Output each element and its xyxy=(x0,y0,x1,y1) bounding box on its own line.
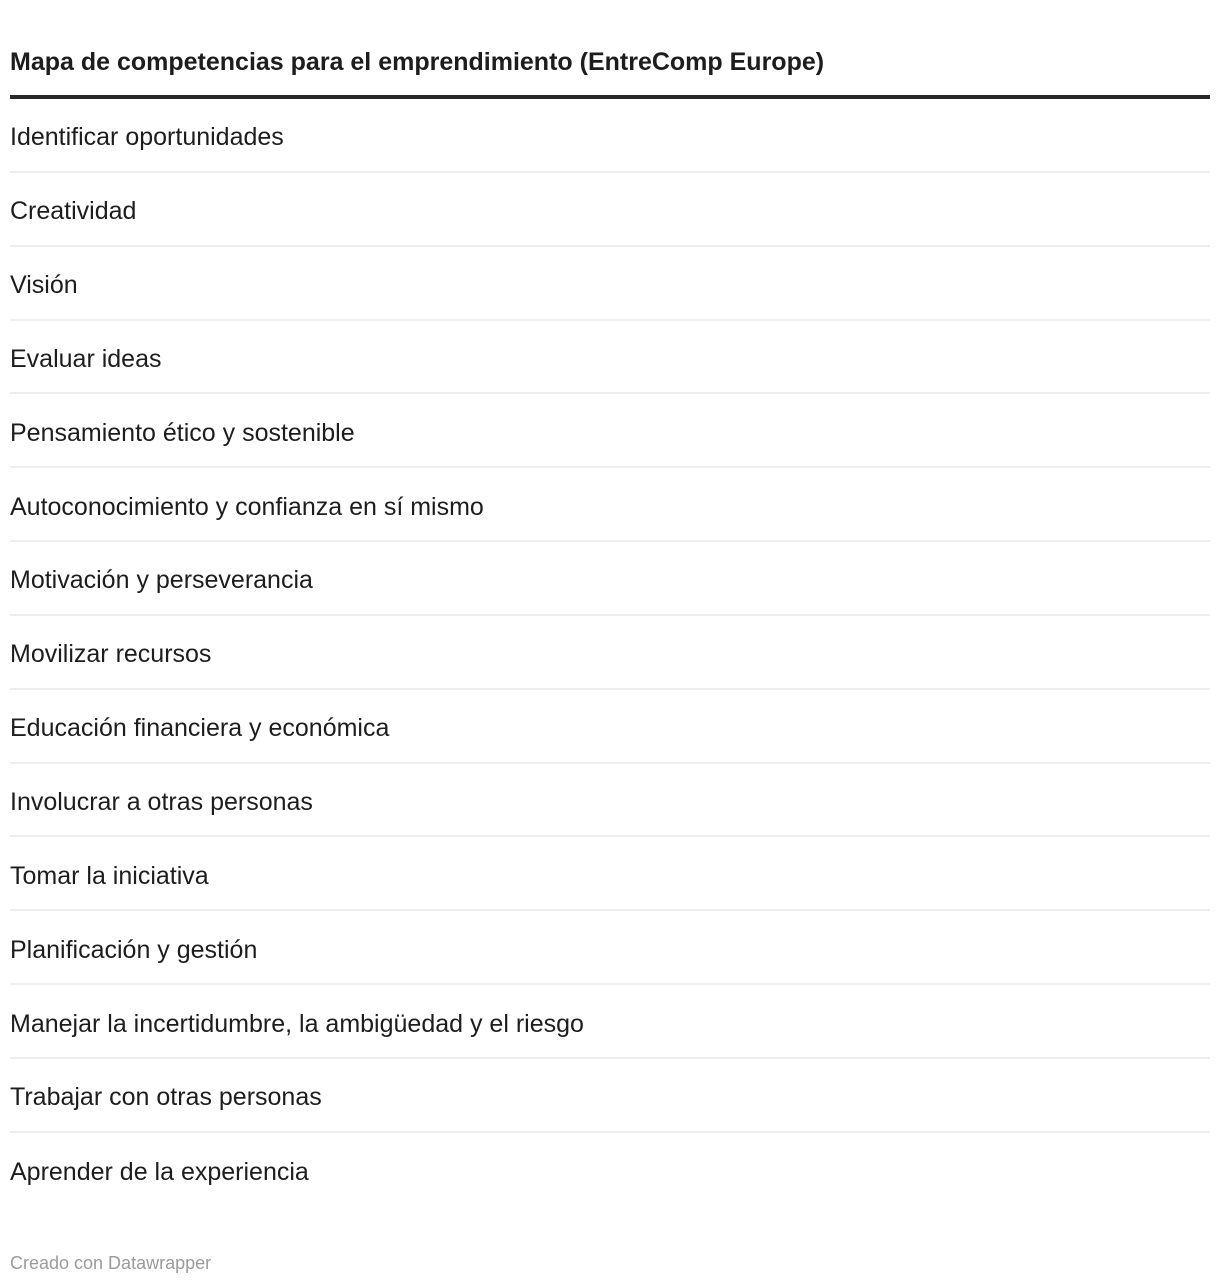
table-row: Visión xyxy=(10,247,1210,321)
table-row: Aprender de la experiencia xyxy=(10,1133,1210,1207)
datawrapper-credit-link[interactable]: Creado con Datawrapper xyxy=(10,1252,212,1273)
table-row: Planificación y gestión xyxy=(10,911,1210,986)
competency-label: Planificación y gestión xyxy=(10,935,258,964)
competency-label: Tomar la iniciativa xyxy=(10,861,209,890)
competency-label: Movilizar recursos xyxy=(10,640,212,669)
competency-label: Creatividad xyxy=(10,197,137,226)
table-row: Evaluar ideas xyxy=(10,321,1210,395)
table-row: Educación financiera y económica xyxy=(10,690,1210,764)
competency-label: Trabajar con otras personas xyxy=(10,1083,322,1112)
competency-label: Involucrar a otras personas xyxy=(10,788,313,817)
competency-label: Identificar oportunidades xyxy=(10,123,284,152)
competency-label: Autoconocimiento y confianza en sí mismo xyxy=(10,492,484,521)
competency-label: Manejar la incertidumbre, la ambigüedad … xyxy=(10,1009,584,1038)
table-row: Pensamiento ético y sostenible xyxy=(10,394,1210,469)
table-row: Tomar la iniciativa xyxy=(10,837,1210,912)
competency-label: Evaluar ideas xyxy=(10,344,162,373)
competency-label: Pensamiento ético y sostenible xyxy=(10,418,355,447)
competency-label: Motivación y perseverancia xyxy=(10,566,313,595)
title-divider-rule xyxy=(10,95,1210,99)
table-row: Movilizar recursos xyxy=(10,616,1210,690)
chart-title: Mapa de competencias para el emprendimie… xyxy=(10,48,825,76)
table-row: Trabajar con otras personas xyxy=(10,1059,1210,1133)
table-row: Involucrar a otras personas xyxy=(10,764,1210,838)
table-row: Manejar la incertidumbre, la ambigüedad … xyxy=(10,985,1210,1059)
competency-label: Aprender de la experiencia xyxy=(10,1158,309,1187)
competency-label: Educación financiera y económica xyxy=(10,714,390,743)
chart-footer: Creado con Datawrapper xyxy=(10,1253,1210,1274)
table-row: Autoconocimiento y confianza en sí mismo xyxy=(10,468,1210,543)
competency-label: Visión xyxy=(10,271,78,300)
chart-header: Mapa de competencias para el emprendimie… xyxy=(10,0,1210,99)
table-row: Creatividad xyxy=(10,173,1210,247)
table-row: Identificar oportunidades xyxy=(10,99,1210,173)
table-row: Motivación y perseverancia xyxy=(10,542,1210,616)
